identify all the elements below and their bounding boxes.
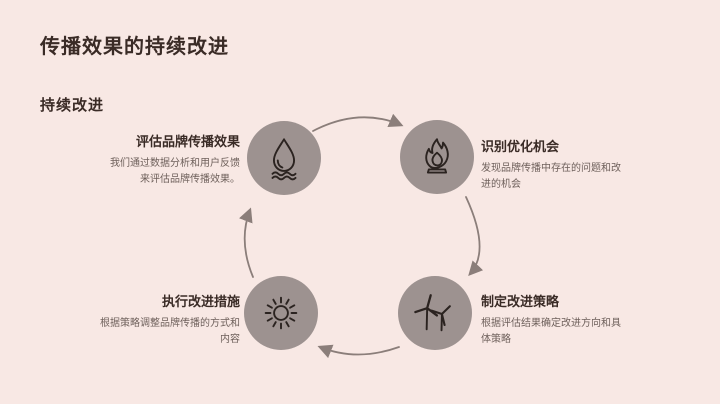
arrow-left	[239, 207, 254, 278]
node-desc: 根据策略调整品牌传播的方式和内容	[100, 318, 240, 345]
sun-icon	[264, 296, 298, 330]
arrow-right	[465, 196, 484, 276]
node-title: 识别优化机会	[481, 139, 560, 154]
cycle-node-text-identify: 识别优化机会 发现品牌传播中存在的问题和改进的机会	[481, 136, 623, 193]
flame-icon	[425, 138, 449, 174]
water-drop-icon	[271, 138, 297, 181]
arrow-bottom	[317, 344, 400, 359]
section-subtitle: 持续改进	[40, 97, 105, 114]
node-title: 制定改进策略	[481, 294, 560, 309]
node-desc: 我们通过数据分析和用户反馈来评估品牌传播效果。	[110, 158, 240, 185]
cycle-node-identify	[400, 120, 474, 194]
page-title: 传播效果的持续改进	[40, 36, 229, 58]
wind-turbine-icon	[414, 294, 451, 332]
cycle-node-text-execute: 执行改进措施 根据策略调整品牌传播的方式和内容	[100, 291, 240, 348]
cycle-node-strategy	[398, 276, 472, 350]
cycle-node-text-strategy: 制定改进策略 根据评估结果确定改进方向和具体策略	[481, 291, 623, 348]
cycle-node-text-evaluate: 评估品牌传播效果 我们通过数据分析和用户反馈来评估品牌传播效果。	[104, 131, 240, 188]
arrow-top	[312, 113, 404, 132]
node-title: 评估品牌传播效果	[135, 134, 240, 149]
cycle-node-evaluate	[247, 121, 321, 195]
cycle-node-execute	[244, 276, 318, 350]
node-desc: 发现品牌传播中存在的问题和改进的机会	[481, 163, 621, 190]
node-title: 执行改进措施	[161, 294, 240, 309]
node-desc: 根据评估结果确定改进方向和具体策略	[481, 318, 621, 345]
